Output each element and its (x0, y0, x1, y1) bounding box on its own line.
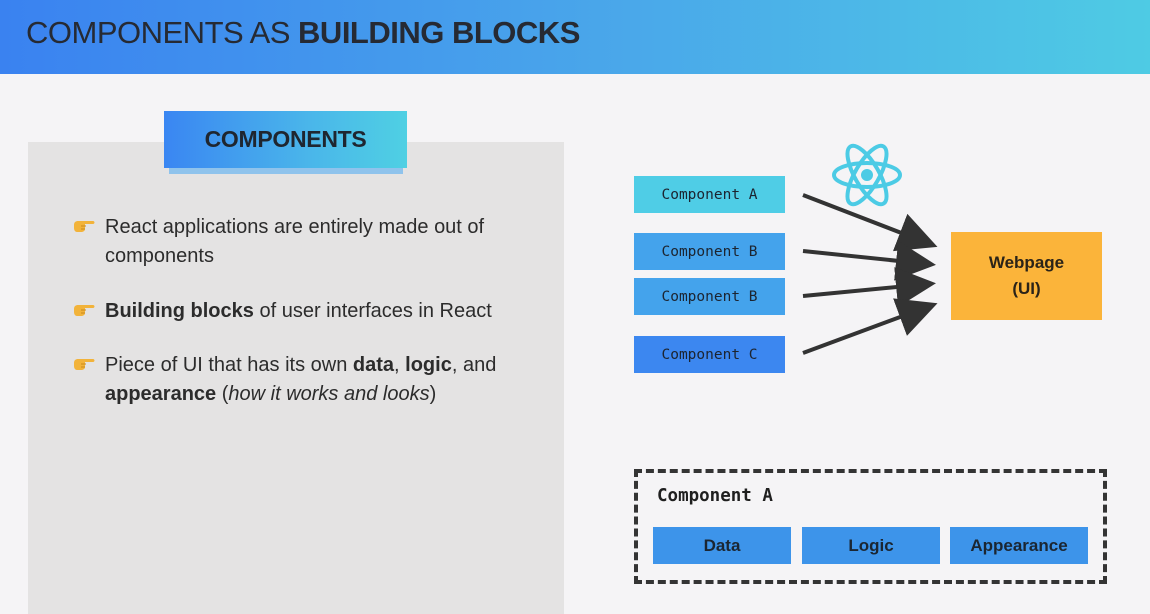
logic-part: Logic (802, 527, 940, 564)
bullet-text: React applications are entirely made out… (105, 213, 545, 271)
bullet-bold: data (352, 354, 395, 376)
bullet-text-part: Piece of UI that has its own (105, 354, 353, 376)
data-part: Data (653, 527, 791, 564)
page-title: COMPONENTS AS BUILDING BLOCKS (26, 15, 580, 51)
bullet-text-part: ) (429, 383, 437, 405)
bullet-text-part: React applications are entirely made out… (105, 216, 485, 267)
bullet-text-part: of user interfaces in React (253, 300, 492, 322)
bullet-text: Building blocks of user interfaces in Re… (105, 297, 545, 326)
arrow-b2 (802, 267, 936, 307)
bullet-text: Piece of UI that has its own data, logic… (105, 351, 545, 409)
webpage-sublabel: (UI) (1012, 279, 1041, 298)
bullet-text-part: , (394, 354, 406, 376)
component-b-box: Component B (634, 278, 785, 315)
bullet-text-part: , and (451, 354, 497, 376)
bullet-bold: appearance (105, 383, 217, 405)
component-c-box: Component C (634, 336, 785, 373)
components-card (28, 142, 564, 614)
title-normal: COMPONENTS AS (26, 15, 299, 50)
components-badge: COMPONENTS (164, 111, 407, 168)
webpage-label: Webpage (988, 253, 1065, 272)
appearance-part: Appearance (950, 527, 1088, 564)
component-detail-title: Component A (657, 486, 773, 506)
bullet-bold: Building blocks (105, 300, 254, 322)
component-a-box: Component A (634, 176, 785, 213)
react-logo-icon (832, 143, 902, 207)
bullet-italic: how it works and looks (228, 383, 430, 405)
arrow-c (802, 298, 938, 355)
bullet-bold: logic (405, 354, 452, 376)
webpage-box: Webpage (UI) (951, 232, 1102, 320)
component-detail-frame (634, 469, 1107, 584)
component-b-box: Component B (634, 233, 785, 270)
arrow-a (802, 193, 938, 252)
pointing-hand-icon (74, 305, 95, 316)
arrow-b1 (802, 240, 936, 281)
bullet-text-part: ( (216, 383, 229, 405)
pointing-hand-icon (74, 221, 95, 232)
title-bold: BUILDING BLOCKS (298, 15, 580, 50)
header-bar: COMPONENTS AS BUILDING BLOCKS (0, 0, 1150, 74)
pointing-hand-icon (74, 359, 95, 370)
